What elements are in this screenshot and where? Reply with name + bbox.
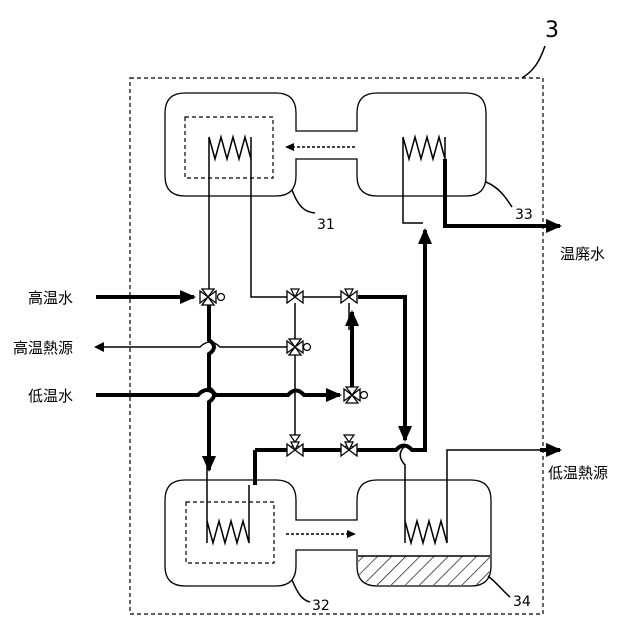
leader-33: [486, 182, 512, 207]
figure-number-leader: [522, 46, 545, 78]
pipe-bottom-header: [255, 230, 425, 450]
ref-32: 32: [312, 598, 330, 614]
bottom-unit: [165, 480, 491, 586]
pipe-hot-source-out: [96, 342, 289, 347]
valve-bottom-left[interactable]: [287, 442, 303, 456]
label-low-temp-heat-source: 低温熱源: [548, 464, 608, 482]
valve-bottom-right[interactable]: [341, 442, 357, 456]
ref-33: 33: [515, 207, 533, 223]
pipe-hot-to-right: [358, 297, 405, 440]
figure-number: 3: [545, 18, 559, 43]
pipe-low-temp-water-in: [96, 390, 340, 395]
ref-31: 31: [317, 217, 335, 233]
label-high-temp-water: 高温水: [28, 289, 73, 307]
top-unit: [165, 93, 486, 196]
pipe-left-down-main: [209, 305, 214, 470]
valve-left-top[interactable]: [200, 289, 225, 305]
label-high-temp-heat-source: 高温熱源: [13, 339, 73, 357]
label-low-temp-water: 低温水: [28, 387, 73, 405]
ref-34: 34: [513, 594, 531, 610]
valve-col2-mid[interactable]: [344, 387, 368, 403]
leader-31: [292, 190, 315, 213]
label-warm-waste-water: 温廃水: [560, 245, 605, 263]
valve-col1-mid[interactable]: [287, 339, 311, 355]
valve-h1-left[interactable]: [287, 289, 303, 303]
leader-34: [488, 576, 510, 597]
bottom-hatch-area: [358, 556, 490, 585]
valve-h1-right[interactable]: [341, 289, 357, 303]
leader-32: [292, 580, 310, 602]
top-tank-outline: [165, 93, 486, 196]
